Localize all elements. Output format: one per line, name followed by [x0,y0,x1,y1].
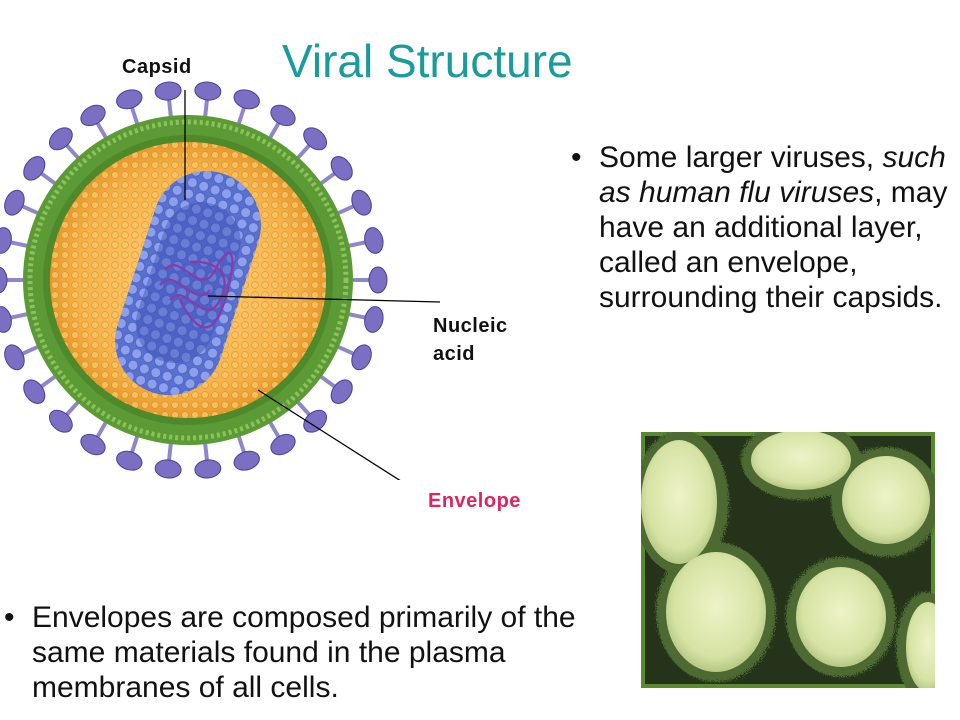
bullet-envelope-description: • Some larger viruses, such as human flu… [571,141,948,314]
bullet-envelope-composition: • Envelopes are composed primarily of th… [4,601,576,704]
spike-head [351,344,372,371]
spike-head [368,266,388,294]
spike-head [194,459,222,479]
spike-head [364,227,384,254]
spike-head [233,450,260,471]
spike-head [23,379,46,404]
envelope-leader-line [257,389,401,480]
nucleic-acid-strand [159,252,234,329]
spike-head [303,127,328,151]
spike-head [116,450,143,471]
spike-head [0,266,8,294]
label-capsid: Capsid [122,56,192,78]
label-envelope: Envelope [428,490,521,512]
spike-head [4,189,25,216]
spike-head [154,459,182,479]
bullet-dot: • [4,601,15,634]
electron-micrograph [641,432,935,688]
spike-head [48,409,73,433]
spike-head [23,156,46,181]
spike-head [80,104,106,127]
spike-head [270,104,296,127]
spike-head [364,306,384,333]
spike-head [154,81,182,101]
spike-head [233,89,260,110]
slide-title: Viral Structure [282,35,573,87]
spike-head [194,81,222,101]
spike-head [351,189,372,216]
spike-head [0,227,12,254]
spike-head [48,127,73,151]
spike-head [270,433,296,456]
spike-head [330,379,353,404]
spike-head [116,89,143,110]
spike-head [330,156,353,181]
virus-diagram [0,81,440,480]
nucleic-leader-line [207,295,440,303]
spike-head [4,344,25,371]
spike-head [80,433,106,456]
bullet-dot: • [571,141,582,174]
spike-head [303,409,328,433]
spike-head [0,306,12,333]
